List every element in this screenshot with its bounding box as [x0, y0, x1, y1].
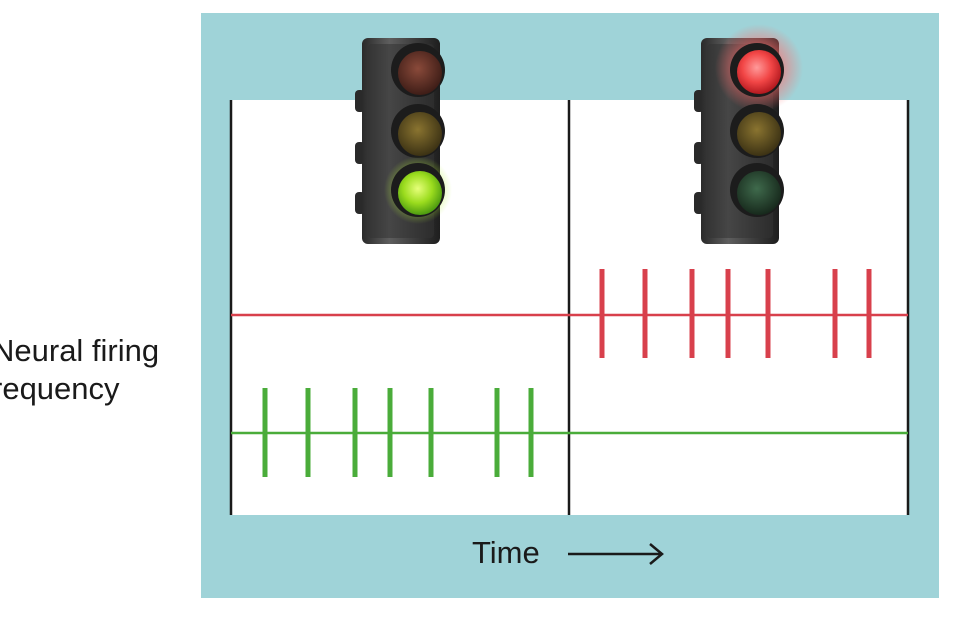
y-axis-label-line2: requency: [0, 371, 120, 406]
y-axis-label-line1: Neural firing: [0, 333, 160, 368]
red-spike-train: [599, 269, 872, 358]
x-axis-label: Time: [472, 535, 540, 570]
green-spike-train: [262, 388, 534, 477]
traffic-light-red-icon: [694, 24, 803, 244]
y-axis-label: Neural firing requency: [0, 332, 192, 408]
traffic-light-green-icon: [355, 38, 452, 244]
time-arrow-icon: [568, 543, 664, 565]
